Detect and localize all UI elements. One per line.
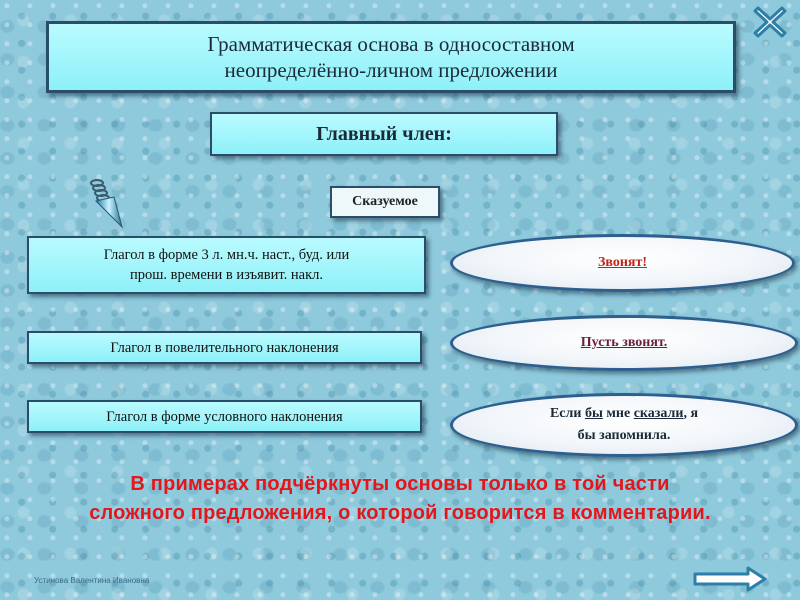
- example-text-1: Звонят!: [597, 255, 648, 270]
- close-x-icon: [753, 6, 787, 38]
- definition-text-3: Глагол в форме условного наклонения: [106, 408, 343, 425]
- definition-1-line-2: прош. времени в изъявит. накл.: [129, 267, 324, 283]
- definition-box-1: Глагол в форме 3 л. мн.ч. наст., буд. ил…: [27, 236, 426, 294]
- spring-pointer-icon: [86, 177, 126, 229]
- example-oval-1[interactable]: Звонят!: [450, 234, 795, 292]
- definition-text-2: Глагол в повелительного наклонения: [110, 339, 339, 356]
- definition-box-2: Глагол в повелительного наклонения: [27, 331, 422, 364]
- predicate-label: Сказуемое: [352, 194, 418, 209]
- example-3-part-2: мне: [602, 406, 634, 421]
- example-3-part-1: Если: [549, 406, 585, 421]
- example-3-underlined-1: бы: [584, 406, 603, 421]
- definition-text-1: Глагол в форме 3 л. мн.ч. наст., буд. ил…: [104, 245, 350, 285]
- predicate-label-box: Сказуемое: [330, 186, 440, 218]
- example-oval-2[interactable]: Пусть звонят.: [450, 315, 798, 371]
- example-text-2: Пусть звонят.: [580, 335, 668, 350]
- comment-line-1: В примерах подчёркнуты основы только в т…: [130, 473, 670, 495]
- definition-box-3: Глагол в форме условного наклонения: [27, 400, 422, 433]
- next-slide-button[interactable]: [692, 565, 768, 593]
- page-title: Грамматическая основа в односоставном не…: [207, 31, 574, 83]
- example-oval-3[interactable]: Если бы мне сказали, я бы запомнила.: [450, 393, 798, 457]
- title-line-1: Грамматическая основа в односоставном: [207, 32, 575, 56]
- definition-1-line-1: Глагол в форме 3 л. мн.ч. наст., буд. ил…: [103, 247, 350, 263]
- comment-line-2: сложного предложения, о которой говоритс…: [89, 502, 711, 524]
- comment-text: В примерах подчёркнуты основы только в т…: [20, 470, 780, 528]
- example-3-underlined-2: сказали: [633, 406, 684, 421]
- title-box: Грамматическая основа в односоставном не…: [46, 21, 736, 93]
- title-line-2: неопределённо-личном предложении: [224, 58, 558, 82]
- example-3-part-3: , я: [683, 406, 699, 421]
- main-member-box: Главный член:: [210, 112, 558, 156]
- main-member-label: Главный член:: [316, 122, 452, 145]
- example-text-3: Если бы мне сказали, я бы запомнила.: [550, 403, 698, 447]
- author-caption: Устинова Валентина Ивановна: [34, 576, 150, 585]
- close-button[interactable]: [752, 4, 788, 40]
- next-arrow-icon: [693, 566, 767, 592]
- example-3-line-2: бы запомнила.: [577, 428, 671, 443]
